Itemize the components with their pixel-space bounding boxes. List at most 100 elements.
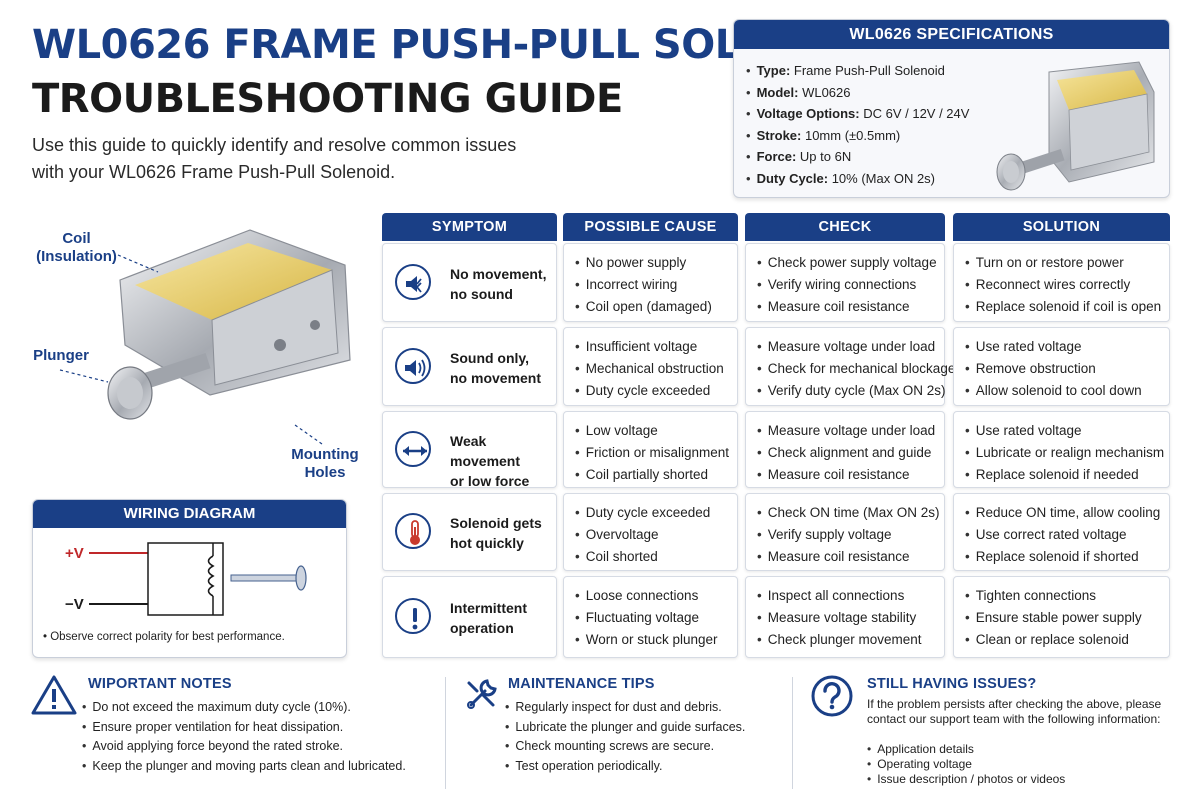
spec-item: •Duty Cycle: 10% (Max ON 2s) [746,170,936,186]
coil-symbol [207,555,215,597]
double-arrow-icon [395,430,431,467]
solenoid-photo-small [996,61,1155,191]
cause-item: •Coil partially shorted [575,467,709,482]
note-item: •Avoid applying force beyond the rated s… [82,739,344,753]
check-item: •Measure voltage under load [757,423,936,438]
cause-cell: •Loose connections•Fluctuating voltage•W… [563,576,738,658]
tip-item: •Test operation periodically. [505,758,663,773]
check-item: •Measure coil resistance [757,299,910,314]
solution-cell: •Use rated voltage•Lubricate or realign … [953,411,1170,488]
wrench-icon [467,679,497,709]
check-item: •Measure coil resistance [757,549,910,564]
solution-item: •Clean or replace solenoid [965,632,1129,647]
solution-item: •Replace solenoid if coil is open [965,299,1162,314]
support-info-item: •Operating voltage [867,757,972,771]
positive-terminal-label: +V [65,545,84,562]
cause-item: •Duty cycle exceeded [575,383,711,398]
cause-item: •Friction or misalignment [575,445,730,460]
warning-icon [31,675,77,715]
symptom-text: Sound only,no movement [450,349,542,386]
spec-item: •Voltage Options: DC 6V / 12V / 24V [746,106,970,121]
check-item: •Measure coil resistance [757,467,910,482]
solution-item: •Use correct rated voltage [965,527,1127,542]
solution-item: •Replace solenoid if needed [965,467,1139,482]
spec-item: •Force: Up to 6N [746,149,852,164]
solution-cell: •Tighten connections•Ensure stable power… [953,576,1170,658]
check-item: •Measure voltage under load [757,339,936,354]
solution-cell: •Reduce ON time, allow cooling •Use corre… [953,493,1170,571]
cause-item: •Duty cycle exceeded [575,505,711,520]
solution-item: •Reduce ON time, allow cooling [965,505,1161,520]
check-item: •Verify supply voltage [757,527,892,542]
plunger-label: Plunger [33,347,89,364]
check-cell: •Measure voltage under load •Check for me… [745,327,955,406]
note-item: •Do not exceed the maximum duty cycle (1… [82,700,351,714]
check-item: •Verify duty cycle (Max ON 2s) [757,383,946,398]
important-notes-list: •Do not exceed the maximum duty cycle (1… [82,698,406,776]
tip-item: •Regularly inspect for dust and debris. [505,700,722,714]
cause-item: •Mechanical obstruction [575,361,724,376]
check-cell: •Check ON time (Max ON 2s) •Verify supply… [745,493,945,571]
symptom-cell: Sound only,no movement [382,327,557,406]
maintenance-tips-title: MAINTENANCE TIPS [508,676,655,692]
maintenance-tips-list: •Regularly inspect for dust and debris. •… [505,698,745,776]
solution-item: •Reconnect wires correctly [965,277,1131,292]
page-subtitle: TROUBLESHOOTING GUIDE [32,76,623,122]
divider [792,677,793,789]
cause-cell: •Duty cycle exceeded •Overvoltage •Coil sh… [563,493,738,571]
intro-text: Use this guide to quickly identify and r… [32,135,517,182]
cause-item: •Fluctuating voltage [575,610,700,625]
solution-item: •Tighten connections [965,588,1097,603]
label-leader-lines [59,254,323,445]
solution-item: •Remove obstruction [965,361,1096,376]
solution-item: •Use rated voltage [965,423,1082,438]
solution-cell: •Use rated voltage•Remove obstruction•Al… [953,327,1170,406]
tip-item: •Check mounting screws are secure. [505,739,715,753]
tip-item: •Lubricate the plunger and guide surface… [505,719,746,734]
check-item: •Check power supply voltage [757,255,937,270]
cause-item: •Insufficient voltage [575,339,698,354]
check-item: •Inspect all connections [757,588,905,603]
check-cell: •Check power supply voltage•Verify wirin… [745,243,945,322]
cause-cell: •Low voltage •Friction or misalignment •Co… [563,411,738,488]
solution-cell: •Turn on or restore power •Reconnect wire… [953,243,1170,322]
wiring-note: • Observe correct polarity for best perf… [43,631,285,643]
symptom-text: No movement,no sound [450,265,547,302]
specifications-title: WL0626 SPECIFICATIONS [734,20,1169,49]
check-item: •Check for mechanical blockage [757,361,956,376]
check-cell: •Measure voltage under load•Check alignm… [745,411,945,488]
thermometer-icon [395,513,431,549]
cause-item: •Overvoltage [575,527,659,542]
solenoid-photo-large [107,229,351,420]
cause-cell: •No power supply•Incorrect wiring•Coil o… [563,243,738,322]
question-icon [811,675,853,717]
cause-item: •No power supply [575,255,687,270]
check-item: •Check ON time (Max ON 2s) [757,505,940,520]
cause-item: •Coil open (damaged) [575,299,712,314]
column-header-solution: SOLUTION [953,213,1170,241]
support-info-item: •Application details [867,742,974,756]
divider [445,677,446,789]
solution-item: •Allow solenoid to cool down [965,383,1142,398]
support-contact-text: If the problem persists after checking t… [867,697,1162,726]
solution-item: •Turn on or restore power [965,255,1124,270]
wiring-diagram-panel: WIRING DIAGRAM +V −V • Observe correct p… [32,499,347,658]
spec-item: •Type: Frame Push-Pull Solenoid [746,63,945,78]
cause-item: •Coil shorted [575,549,658,564]
still-having-issues-title: STILL HAVING ISSUES? [867,676,1037,692]
exclamation-icon [395,598,431,634]
cause-item: •Loose connections [575,588,699,603]
wiring-diagram-title: WIRING DIAGRAM [33,500,346,528]
negative-terminal-label: −V [65,596,84,613]
wiring-diagram: +V −V [65,542,307,616]
column-header-possible-cause: POSSIBLE CAUSE [563,213,738,241]
check-cell: •Inspect all connections•Measure voltage… [745,576,945,658]
cause-item: •Low voltage [575,423,658,438]
speaker-sound-icon [395,347,431,384]
